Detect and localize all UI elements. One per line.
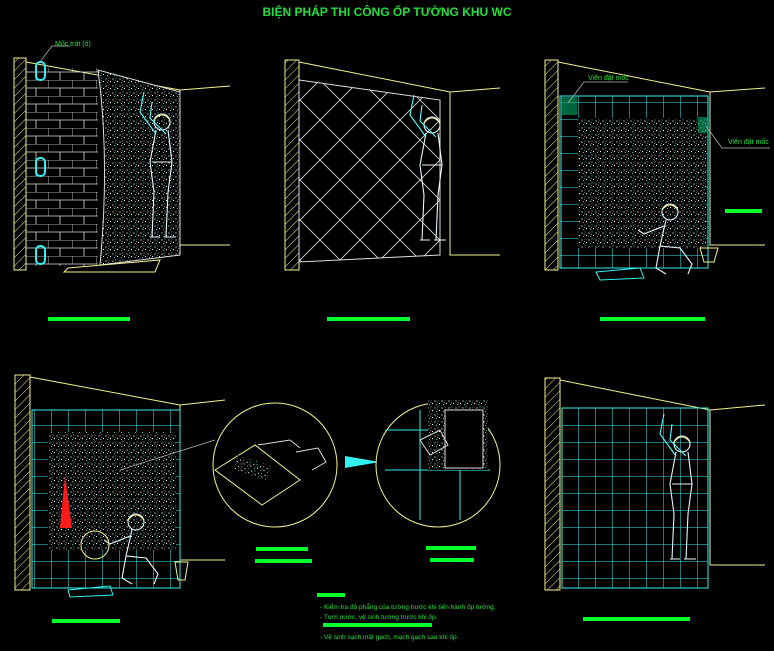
note-1: - Kiểm tra độ phẳng của tường trước khi … [320, 604, 496, 611]
panel-3-marker-tiles [544, 59, 770, 281]
detail-circle-placing-tile [375, 400, 501, 528]
caption-bar-7 [583, 617, 690, 621]
panel-4-tiling-with-level [14, 374, 226, 598]
caption-bar-3b [725, 209, 762, 213]
note-2: - Tưới nước, vệ sinh tường trước khi ốp. [320, 614, 438, 621]
caption-bar-6a [426, 546, 476, 550]
panel-1-plaster-marker [13, 45, 231, 273]
caption-bar-1 [48, 317, 130, 321]
notes-subheading-bar [323, 623, 432, 627]
drawing-title: BIỆN PHÁP THI CÔNG ỐP TƯỜNG KHU WC [262, 5, 512, 19]
caption-bar-2 [327, 317, 410, 321]
caption-bar-6b [430, 558, 474, 562]
note-3: - Vệ sinh sạch mặt gạch, mạch gạch sau k… [320, 634, 459, 641]
caption-bar-5b [255, 559, 312, 563]
panel-6-finished-tiling [544, 377, 766, 591]
caption-bar-3 [600, 317, 705, 321]
panel-2-diagonal-scoring [284, 59, 501, 271]
notes-heading-bar [317, 593, 345, 597]
label-marker-tile-right: Viên đặt mốc [728, 139, 769, 146]
label-plaster-marker: Mốc trát (ô) [55, 41, 91, 48]
detail-circle-mortar [212, 402, 338, 528]
label-marker-tile-top: Viên đặt mốc [588, 75, 629, 82]
caption-bar-5a [256, 547, 308, 551]
caption-bar-4 [52, 619, 120, 623]
arrow-icon [345, 456, 380, 468]
construction-notes: - Kiểm tra độ phẳng của tường trước khi … [320, 603, 495, 643]
